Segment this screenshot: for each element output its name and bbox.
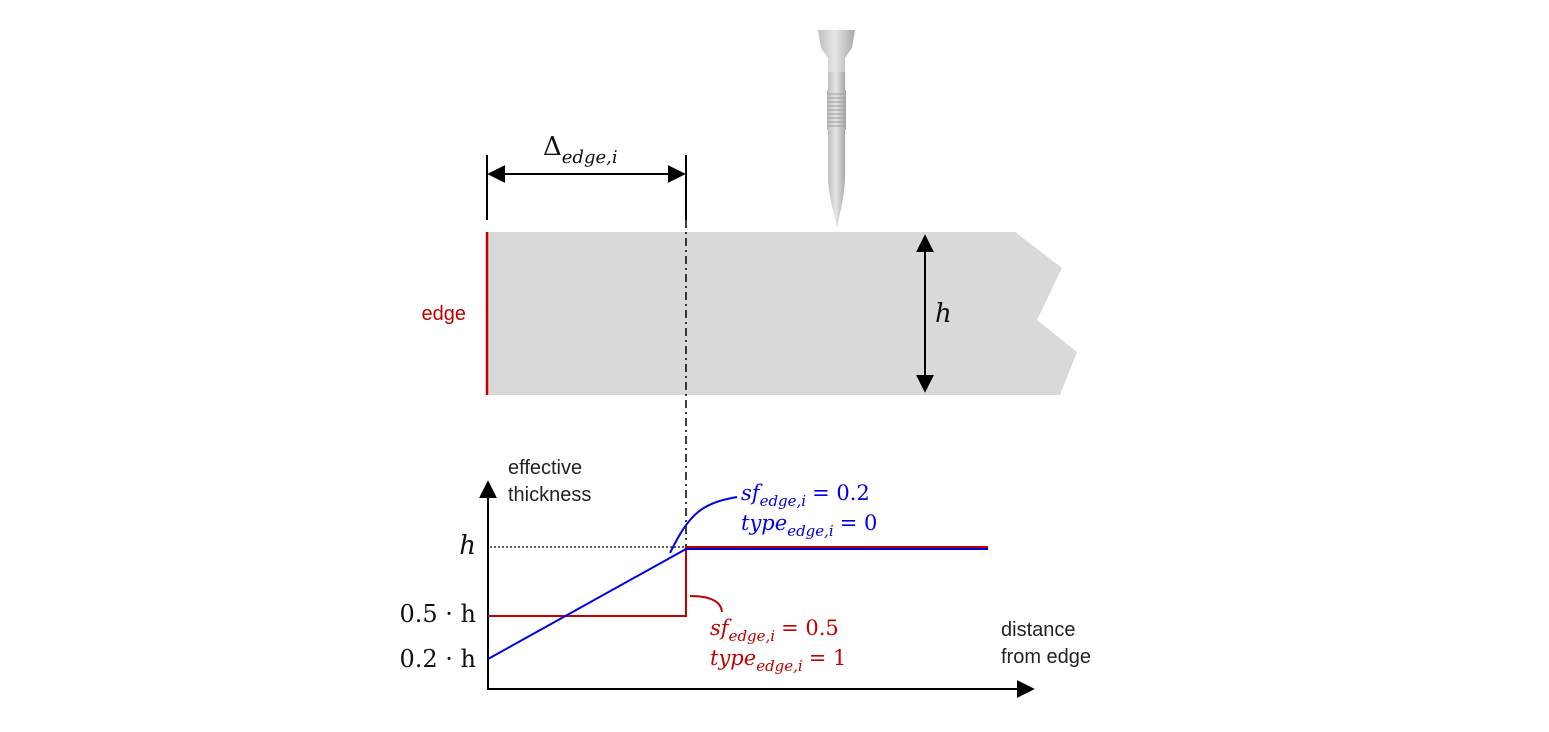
edge-label: edge xyxy=(422,303,467,325)
blue-linear-curve xyxy=(487,548,988,660)
thickness-label: h xyxy=(935,299,952,329)
red-leader-line xyxy=(689,595,723,613)
y-tick-half: 0.5 · h xyxy=(399,600,476,628)
blue-sf-annotation: sfedge,i= 0.2 xyxy=(741,481,870,510)
red-sf-annotation: sfedge,i= 0.5 xyxy=(710,616,839,645)
plate xyxy=(487,232,1077,395)
red-step-curve xyxy=(488,546,988,617)
y-tick-fifth: 0.2 · h xyxy=(399,645,476,673)
delta-label: Δedge,i xyxy=(543,132,618,168)
y-tick-h: h xyxy=(459,531,476,561)
red-type-annotation: typeedge,i= 1 xyxy=(710,646,846,675)
y-axis-label: effective thickness xyxy=(508,457,591,506)
needle-icon xyxy=(818,30,855,228)
blue-leader-line xyxy=(669,496,738,554)
x-axis-label: distance from edge xyxy=(1001,619,1091,668)
blue-type-annotation: typeedge,i= 0 xyxy=(741,511,877,540)
